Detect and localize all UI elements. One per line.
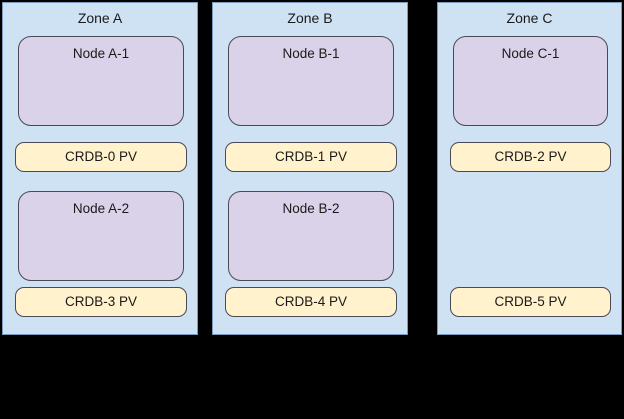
pv-label: CRDB-1 PV	[274, 149, 347, 164]
pv-box-crdb-2-pv: CRDB-2 PV	[450, 142, 611, 172]
node-title: Node B-2	[282, 201, 340, 216]
pv-label: CRDB-2 PV	[494, 149, 567, 164]
pv-label: CRDB-4 PV	[274, 294, 347, 309]
node-title: Node A-1	[72, 46, 130, 61]
pv-box-crdb-3-pv: CRDB-3 PV	[15, 287, 187, 317]
zone-title-zone-c: Zone C	[506, 10, 553, 26]
zone-title-zone-b: Zone B	[287, 10, 333, 26]
node-title: Node B-1	[282, 46, 340, 61]
node-box-node-b-1: Node B-1	[228, 36, 394, 126]
pv-label: CRDB-0 PV	[64, 149, 137, 164]
pv-box-crdb-1-pv: CRDB-1 PV	[225, 142, 397, 172]
zone-title-zone-a: Zone A	[77, 10, 123, 26]
pv-label: CRDB-5 PV	[494, 294, 567, 309]
pv-label: CRDB-3 PV	[64, 294, 137, 309]
pv-box-crdb-4-pv: CRDB-4 PV	[225, 287, 397, 317]
pv-box-crdb-5-pv: CRDB-5 PV	[450, 287, 611, 317]
node-box-node-a-2: Node A-2	[18, 191, 184, 281]
node-title: Node C-1	[501, 46, 560, 61]
pv-box-crdb-0-pv: CRDB-0 PV	[15, 142, 187, 172]
node-title: Node A-2	[72, 201, 130, 216]
node-box-node-c-1: Node C-1	[453, 36, 608, 126]
node-box-node-b-2: Node B-2	[228, 191, 394, 281]
node-box-node-a-1: Node A-1	[18, 36, 184, 126]
